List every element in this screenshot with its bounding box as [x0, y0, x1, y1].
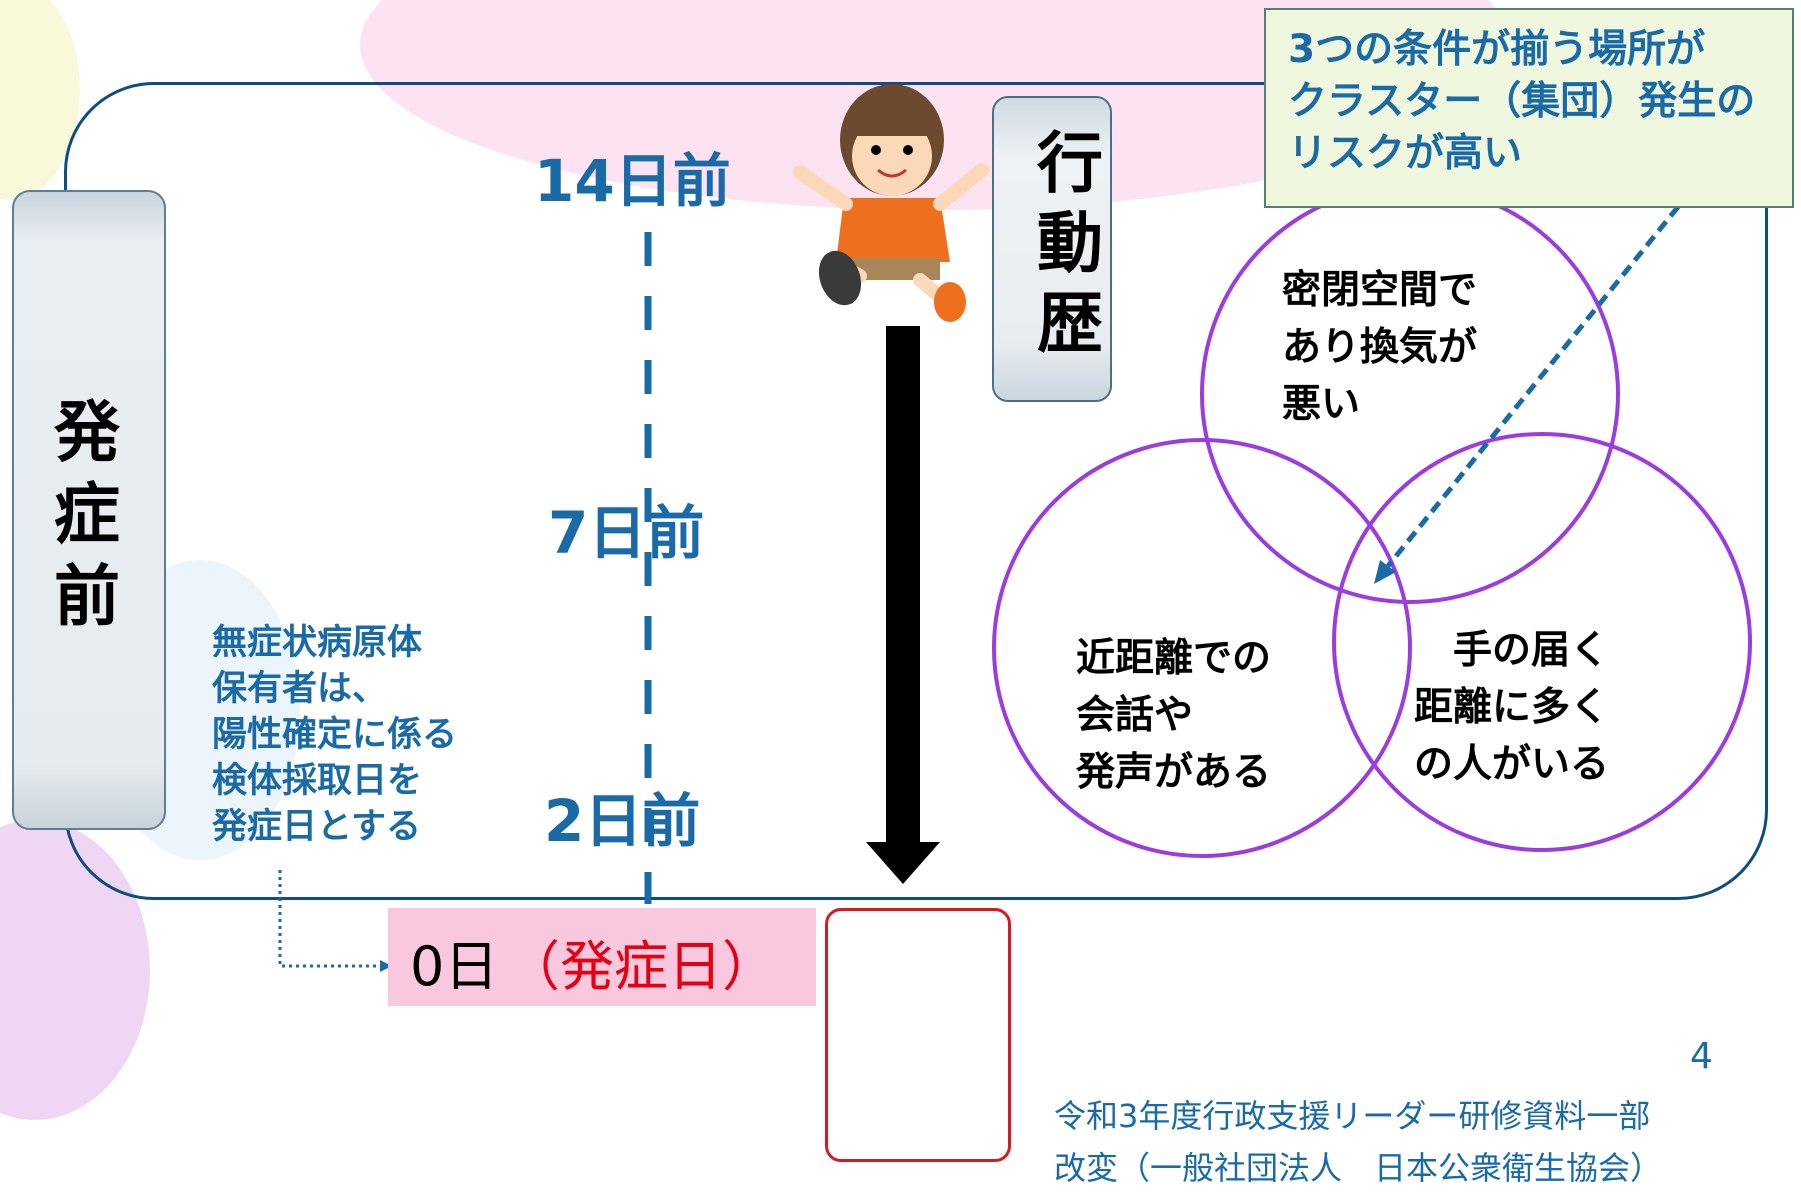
cluster-risk-callout: 3つの条件が揃う場所が クラスター（集団）発生の リスクが高い — [1264, 8, 1794, 208]
day-14-before: 14日前 — [534, 147, 731, 215]
condition-closed-space: 密閉空間で あり換気が 悪い — [1282, 268, 1478, 427]
page-number: 4 — [1690, 1036, 1713, 1077]
action-arrow-head — [866, 842, 940, 884]
action-history-label: 行動歴 — [992, 96, 1112, 402]
action-arrow-shaft — [886, 326, 920, 846]
day-7-before: 7日前 — [548, 499, 705, 567]
day-2-before: 2日前 — [544, 787, 701, 855]
note-connector-line — [278, 870, 382, 968]
pre-onset-text: 発症前 — [43, 397, 120, 643]
source-credit: 令和3年度行政支援リーダー研修資料一部 改変（一般社団法人 日本公衆衛生協会） — [1054, 1097, 1663, 1187]
onset-person-frame — [825, 908, 1011, 1162]
callout-pointer-line — [1386, 190, 1692, 568]
callout-pointer-arrowhead — [1374, 560, 1396, 584]
onset-day-label: （発症日） — [506, 935, 776, 998]
action-history-text: 行動歴 — [1026, 128, 1103, 368]
asymptomatic-note: 無症状病原体 保有者は、 陽性確定に係る 検体採取日を 発症日とする — [212, 623, 458, 847]
condition-crowded: 手の届く 距離に多く の人がいる — [1414, 628, 1610, 787]
condition-close-contact: 近距離での 会話や 発声がある — [1076, 636, 1272, 795]
onset-day-box: 0日 （発症日） — [388, 908, 816, 1006]
pre-onset-label: 発症前 — [12, 190, 166, 830]
venn-circle-left — [992, 438, 1412, 858]
running-child-illustration — [793, 84, 989, 322]
onset-day: 0日 — [410, 935, 499, 998]
note-connector-arrowhead — [380, 960, 392, 972]
cluster-risk-text: 3つの条件が揃う場所が クラスター（集団）発生の リスクが高い — [1288, 27, 1756, 176]
venn-circle-right — [1332, 432, 1752, 852]
